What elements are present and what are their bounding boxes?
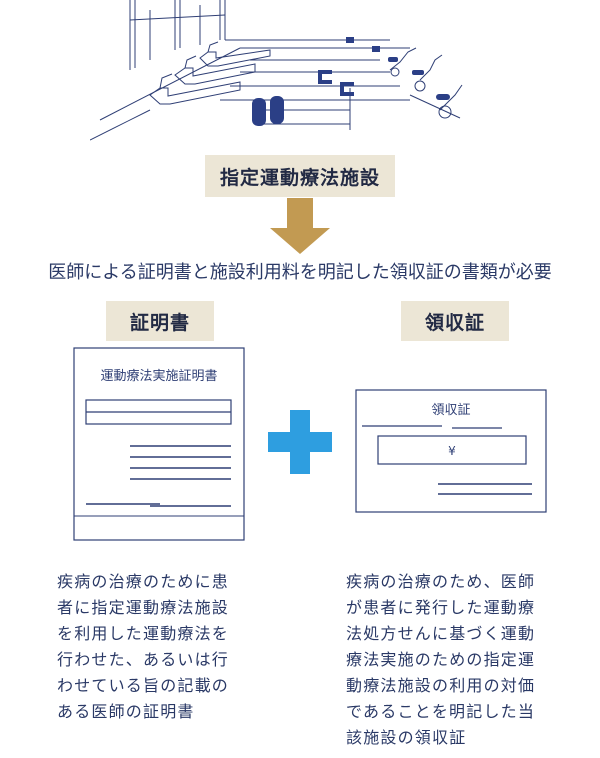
- receipt-description: 疾病の治療のため、医師 が患者に発行した運動療 法処方せんに基づく運動 療法実施…: [346, 569, 535, 751]
- receipt-description-line: が患者に発行した運動療: [346, 598, 536, 617]
- gym-equipment-illustration: [90, 0, 463, 141]
- certificate-description-line: 行わせた、あるいは行: [57, 650, 230, 669]
- arrow-down-icon: [270, 198, 330, 254]
- requirement-text: 医師による証明書と施設利用料を明記した領収証の書類が必要: [48, 262, 552, 283]
- certificate-document: 運動療法実施証明書: [73, 347, 245, 541]
- receipt-doc-title: 領収証: [431, 402, 470, 418]
- receipt-description-line: 療法実施のための指定運: [346, 650, 536, 669]
- facility-label: 指定運動療法施設: [205, 155, 395, 197]
- certificate-description-line: を利用した運動療法を: [57, 624, 230, 643]
- plus-icon: [268, 410, 332, 474]
- receipt-document: 領収証 ¥: [355, 389, 547, 513]
- certificate-description-line: ある医師の証明書: [57, 702, 195, 721]
- certificate-description-line: 疾病の治療のために患: [57, 572, 230, 591]
- receipt-tag: 領収証: [401, 301, 509, 341]
- receipt-description-line: であることを明記した当: [346, 702, 536, 721]
- certificate-tag: 証明書: [106, 301, 214, 341]
- receipt-description-line: 疾病の治療のため、医師: [346, 572, 536, 591]
- certificate-description-line: わせている旨の記載の: [57, 676, 230, 695]
- receipt-description-line: 該施設の領収証: [346, 728, 467, 747]
- yen-symbol: ¥: [448, 444, 456, 458]
- certificate-description: 疾病の治療のために患 者に指定運動療法施設 を利用した運動療法を 行わせた、ある…: [57, 569, 229, 725]
- certificate-description-line: 者に指定運動療法施設: [57, 598, 230, 617]
- certificate-doc-title: 運動療法実施証明書: [100, 368, 217, 384]
- receipt-description-line: 法処方せんに基づく運動: [346, 624, 536, 643]
- receipt-description-line: 動療法施設の利用の対価: [346, 676, 536, 695]
